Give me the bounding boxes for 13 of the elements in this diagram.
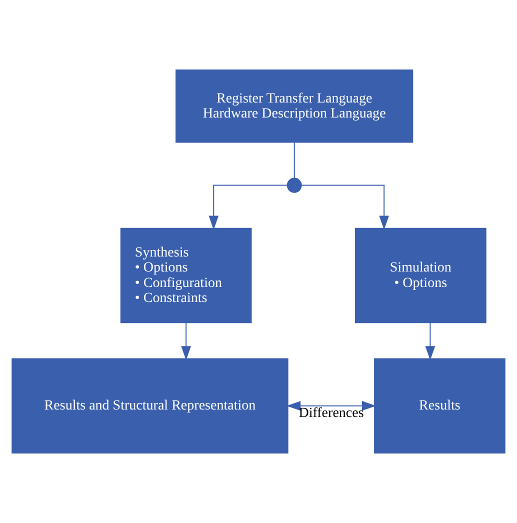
node-box: Synthesis • Options • Configuration • Constraints [120, 228, 252, 324]
connector [294, 142, 295, 178]
node-box: Results and Structural Representation [12, 358, 288, 454]
arrow [301, 184, 389, 230]
node-box: Simulation • Options [355, 228, 486, 324]
arrow [286, 400, 376, 411]
arrow [181, 322, 191, 360]
node-box: Register Transfer Language Hardware Description Language [176, 70, 414, 143]
node-box: Results [374, 358, 506, 454]
node-circle [286, 178, 302, 193]
arrow [425, 322, 436, 360]
edge-label: Differences [298, 405, 364, 422]
arrow [208, 184, 288, 230]
